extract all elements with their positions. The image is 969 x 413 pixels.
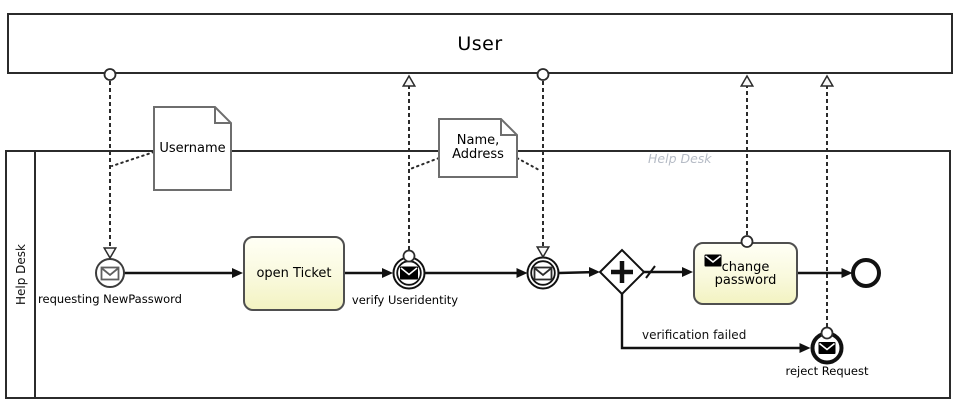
intermediate-catch-event-receive[interactable] [526,256,560,290]
arrowhead [589,267,600,277]
start-event-requesting-new-password[interactable] [95,258,125,288]
data-object-username[interactable] [153,106,232,191]
fold-corner-icon [500,119,517,136]
task-label: open Ticket [256,266,332,281]
plus-icon [611,261,633,283]
address-text: Address [452,147,504,162]
task-label: change password [715,261,777,287]
user-pool-title: User [457,32,503,55]
start-event-label: requesting NewPassword [38,292,182,306]
task-label-line2: password [714,272,777,288]
parallel-gateway[interactable] [598,248,646,296]
lane-header[interactable]: Help Desk [7,152,36,397]
data-object-name-address-label: Name, Address [439,119,517,177]
task-open-ticket[interactable]: open Ticket [243,236,345,311]
envelope-outline-icon [533,266,553,281]
arrowhead [232,268,243,278]
intermediate-throw-event-verify[interactable] [392,256,426,290]
verify-event-label: verify Useridentity [351,293,459,307]
flow-verification-failed[interactable] [620,294,807,350]
data-object-name-address[interactable] [438,118,518,178]
fold-corner-icon [214,107,231,124]
username-text: Username [159,140,226,156]
message-end-event-reject[interactable] [810,331,844,365]
arrowhead [799,343,811,353]
verification-failed-label: verification failed [642,328,747,342]
association-username[interactable] [111,151,155,167]
association-nameaddress-left[interactable] [409,157,440,170]
envelope-filled-icon [400,266,418,280]
arrowhead [682,267,693,277]
default-flow-marker [645,265,656,279]
arrowhead [516,268,528,278]
name-text: Name, [456,133,500,148]
arrowhead [382,268,393,278]
task-change-password[interactable]: change password [693,242,798,305]
task-label-line1: change [721,259,770,275]
association-nameaddress-right[interactable] [516,157,542,172]
reject-event-label: reject Request [785,364,869,378]
envelope-outline-icon [100,266,120,281]
pool-watermark-label: Help Desk [648,151,712,166]
end-event[interactable] [851,258,881,288]
envelope-filled-icon [704,254,722,267]
arrowhead [841,268,853,278]
user-pool[interactable]: User [7,13,953,74]
data-object-username-label: Username [154,107,231,190]
envelope-filled-icon [818,342,836,354]
